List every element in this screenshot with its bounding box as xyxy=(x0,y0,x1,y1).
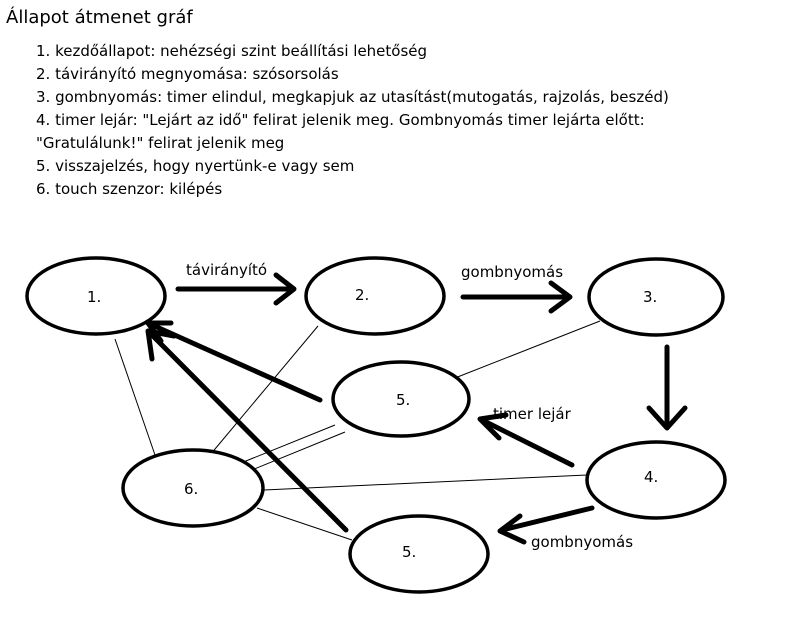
edge-3-5a xyxy=(454,320,601,379)
edge-6-4 xyxy=(263,474,588,491)
node-label: 2. xyxy=(355,286,369,304)
diagram-title: Állapot átmenet gráf xyxy=(6,7,193,28)
arrow-2-3 xyxy=(460,280,573,314)
edge-2-6 xyxy=(209,325,319,456)
state-node-2: 2. xyxy=(304,256,446,336)
state-node-6: 6. xyxy=(121,448,265,528)
edge-label: gombnyomás xyxy=(461,263,563,281)
node-label: 3. xyxy=(643,288,657,306)
state-node-3: 3. xyxy=(587,257,725,337)
node-label: 5. xyxy=(402,543,416,561)
list-item: 1. kezdőállapot: nehézségi szint beállít… xyxy=(36,42,428,60)
state-node-5-lower: 5. xyxy=(348,514,490,594)
state-node-4: 4. xyxy=(585,440,727,520)
node-label: 5. xyxy=(396,391,410,409)
edge-label: timer lejár xyxy=(493,405,572,423)
arrow-4-5b xyxy=(497,505,595,545)
list-item: 3. gombnyomás: timer elindul, megkapjuk … xyxy=(36,88,669,106)
state-description-list: 1. kezdőállapot: nehézségi szint beállít… xyxy=(36,40,669,201)
state-node-1: 1. xyxy=(25,256,167,336)
node-label: 4. xyxy=(644,468,658,486)
edge-1-6 xyxy=(114,338,156,456)
list-item: "Gratulálunk!" felirat jelenik meg xyxy=(36,134,285,152)
node-label: 6. xyxy=(184,480,198,498)
list-item: 4. timer lejár: "Lejárt az idő" felirat … xyxy=(36,111,645,129)
arrow-3-4 xyxy=(646,344,688,431)
edge-6-5a-lower xyxy=(241,431,346,475)
list-item: 6. touch szenzor: kilépés xyxy=(36,180,223,198)
arrow-1-2 xyxy=(175,272,297,306)
list-item: 5. visszajelzés, hogy nyertünk-e vagy se… xyxy=(36,157,355,175)
list-item: 2. távirányító megnyomása: szósorsolás xyxy=(36,65,339,83)
edge-label: távirányító xyxy=(186,261,267,279)
arrow-4-5a xyxy=(477,412,575,468)
state-node-5-upper: 5. xyxy=(331,360,471,438)
edge-6-5b xyxy=(256,507,353,541)
edge-6-5a-upper xyxy=(235,424,336,466)
arrow-5b-1 xyxy=(145,328,349,533)
node-label: 1. xyxy=(87,288,101,306)
edge-label: gombnyomás xyxy=(531,533,633,551)
